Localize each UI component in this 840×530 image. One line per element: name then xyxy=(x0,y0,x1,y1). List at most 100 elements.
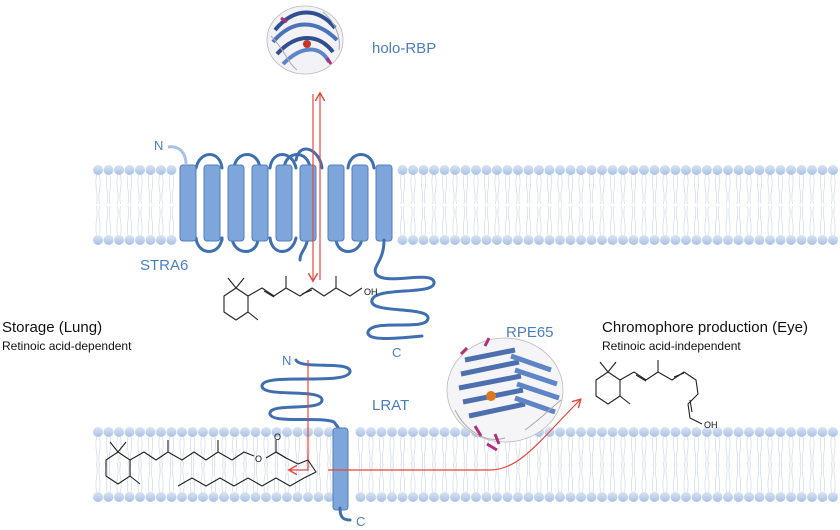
lipid-head xyxy=(723,427,733,437)
lipid-head xyxy=(481,165,492,175)
retinol-structure xyxy=(223,276,363,321)
lipid-head xyxy=(355,492,366,502)
lipid-tail xyxy=(116,205,122,236)
lipid-head xyxy=(534,165,544,175)
stra6-n-terminus-label: N xyxy=(154,138,163,153)
lipid-tail xyxy=(746,174,752,205)
lipid-tail xyxy=(273,436,280,467)
lipid-head xyxy=(691,492,702,502)
lipid-head xyxy=(681,165,691,175)
lipid-head xyxy=(397,492,408,502)
lipid-head xyxy=(597,427,607,437)
stra6-connecting-loops xyxy=(194,147,376,262)
lipid-head xyxy=(460,165,471,175)
lipid-head xyxy=(691,235,702,245)
lipid-head xyxy=(639,235,649,245)
lipid-head xyxy=(555,235,565,245)
lipid-head xyxy=(796,427,807,437)
lipid-tail xyxy=(431,205,437,236)
lipid-tail xyxy=(704,205,710,236)
lipid-tail xyxy=(609,462,616,493)
lipid-head xyxy=(418,165,429,175)
lipid-tail xyxy=(221,436,227,467)
lipid-head xyxy=(103,165,114,175)
lipid-head xyxy=(439,492,450,502)
lipid-tail xyxy=(242,462,248,493)
lipid-tail xyxy=(473,205,479,236)
lipid-tail xyxy=(693,174,700,205)
lipid-tail xyxy=(756,205,763,236)
lipid-head xyxy=(807,427,817,437)
lipid-head xyxy=(628,165,639,175)
lipid-head xyxy=(282,427,292,437)
lipid-head xyxy=(429,427,439,437)
lipid-tail xyxy=(735,462,742,493)
lipid-tail xyxy=(137,436,143,467)
lipid-tail xyxy=(168,174,175,205)
lipid-head xyxy=(177,427,187,437)
lipid-head xyxy=(261,427,271,437)
lipid-tail xyxy=(672,436,679,467)
lipid-tail xyxy=(473,436,479,467)
lipid-head xyxy=(366,492,376,502)
lipid-head xyxy=(754,165,765,175)
lipid-tail xyxy=(620,174,626,205)
lipid-head xyxy=(796,492,807,502)
lipid-head xyxy=(754,427,765,437)
lipid-head xyxy=(145,492,156,502)
lipid-tail xyxy=(599,174,605,205)
lipid-head xyxy=(534,492,544,502)
lipid-tail xyxy=(725,462,731,493)
lipid-head xyxy=(418,427,429,437)
lipid-tail xyxy=(641,205,647,236)
lipid-head xyxy=(208,492,219,502)
lrat-n-terminus-label: N xyxy=(282,353,291,368)
lipid-head xyxy=(576,427,586,437)
lipid-head xyxy=(628,492,639,502)
lipid-tail xyxy=(578,174,584,205)
lipid-tail xyxy=(588,436,595,467)
lipid-tail xyxy=(294,462,301,493)
lipid-tail xyxy=(777,462,784,493)
lipid-tail xyxy=(798,436,805,467)
lipid-tail xyxy=(137,205,143,236)
lipid-head xyxy=(103,235,114,245)
lipid-head xyxy=(502,165,513,175)
lipid-tail xyxy=(746,205,752,236)
retinol-hydroxyl-label: OH xyxy=(364,287,378,297)
rpe65-label: RPE65 xyxy=(506,324,554,341)
lipid-head xyxy=(786,427,796,437)
lipid-tail xyxy=(431,174,437,205)
lipid-tail xyxy=(305,462,311,493)
lipid-tail xyxy=(546,174,553,205)
lipid-head xyxy=(639,165,649,175)
lipid-head xyxy=(702,492,712,502)
lipid-tail xyxy=(95,436,101,467)
lipid-head xyxy=(733,235,744,245)
chromophore-title: Chromophore production (Eye) xyxy=(602,319,808,336)
lipid-head xyxy=(744,427,754,437)
chromophore-structure xyxy=(595,360,703,425)
lipid-tail xyxy=(798,462,805,493)
lipid-tail xyxy=(767,436,773,467)
lipid-tail xyxy=(599,462,605,493)
lipid-head xyxy=(271,492,282,502)
lipid-head xyxy=(471,165,481,175)
lipid-tail xyxy=(231,436,238,467)
lipid-head xyxy=(376,427,387,437)
lipid-tail xyxy=(473,174,479,205)
lipid-head xyxy=(93,235,103,245)
lipid-head xyxy=(555,427,565,437)
lipid-tail xyxy=(620,436,626,467)
lipid-head xyxy=(471,235,481,245)
lipid-tail xyxy=(95,205,101,236)
lrat-c-terminus-label: C xyxy=(356,514,365,529)
lipid-head xyxy=(817,427,828,437)
lipid-head xyxy=(628,235,639,245)
lipid-head xyxy=(586,427,597,437)
lipid-head xyxy=(114,427,124,437)
lipid-tail xyxy=(693,436,700,467)
lipid-tail xyxy=(819,436,826,467)
chromophore-subtitle: Retinoic acid-independent xyxy=(602,339,741,353)
lipid-head xyxy=(586,235,597,245)
